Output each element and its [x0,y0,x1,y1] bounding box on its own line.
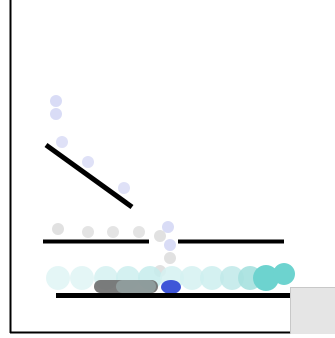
trail-ball [164,239,176,251]
trail-ball [154,230,166,242]
aqua-ball [200,266,224,290]
trail-ball [52,223,64,235]
aqua-ball [46,266,70,290]
aqua-ball [220,266,244,290]
trail-ball [50,95,62,107]
aqua-ball [273,263,295,285]
corner-panel[interactable] [290,287,335,334]
trail-ball [164,252,176,264]
blue-ball[interactable] [161,280,181,294]
aqua-ball [70,266,94,290]
aqua-ball [180,266,204,290]
trail-ball [50,108,62,120]
ramp-platform [44,142,134,210]
trail-ball [133,226,145,238]
trail-ball [56,136,68,148]
trail-ball [118,182,130,194]
aqua-ball [253,265,279,291]
dark-capsule-highlight [116,280,156,293]
trail-ball [82,156,94,168]
trail-ball [162,221,174,233]
ball-trail [50,95,176,277]
trail-ball [82,226,94,238]
trail-ball [107,226,119,238]
